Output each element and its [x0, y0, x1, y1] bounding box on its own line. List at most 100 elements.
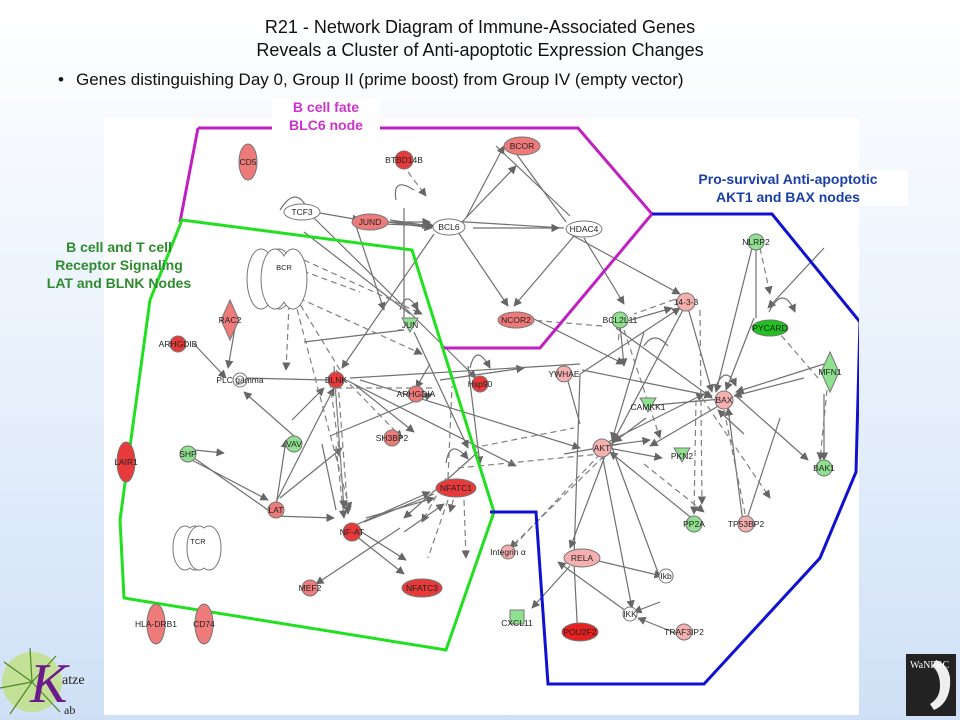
node-vav[interactable]: VAV — [285, 435, 303, 453]
node-jun[interactable]: JUN — [401, 317, 419, 334]
logo-sub: ab — [64, 703, 75, 717]
node-pou2f2[interactable]: POU2F2 — [561, 622, 599, 642]
node-pkn2[interactable]: PKN2 — [671, 447, 693, 464]
node-nfatc1[interactable]: NFATC1 — [435, 478, 477, 498]
node-label: IKK — [623, 609, 637, 619]
node-pp2a[interactable]: PP2A — [683, 515, 705, 533]
node-rela[interactable]: RELA — [563, 548, 601, 568]
node-camkk1[interactable]: CAMKK1 — [631, 397, 666, 414]
node-tp53bp2[interactable]: TP53BP2 — [728, 515, 765, 533]
node-tcr[interactable]: TCR — [172, 525, 222, 571]
logo-letter: K — [29, 653, 70, 715]
node-bcr[interactable]: BCR — [246, 248, 308, 310]
node-tcf3[interactable]: TCF3 — [283, 203, 321, 221]
node-btbd14b[interactable]: BTBD14B — [385, 150, 423, 170]
node-bcl6[interactable]: BCL6 — [432, 218, 466, 236]
bullet-point: •Genes distinguishing Day 0, Group II (p… — [58, 70, 684, 90]
node-pycard[interactable]: PYCARD — [751, 319, 789, 337]
node-label: NF-AT — [340, 527, 364, 537]
node-jund[interactable]: JUND — [351, 213, 389, 231]
node-label: Integrin α — [490, 547, 526, 557]
node-label: JUN — [402, 320, 419, 330]
node-cd74[interactable]: CD74 — [193, 603, 215, 645]
node-bcl2l11[interactable]: BCL2L11 — [603, 311, 638, 329]
node-hdac4[interactable]: HDAC4 — [565, 220, 603, 238]
node-rac2[interactable]: RAC2 — [219, 298, 242, 342]
node-label: BCL2L11 — [603, 315, 638, 325]
title-line-1: R21 - Network Diagram of Immune-Associat… — [264, 17, 696, 37]
node-ikk[interactable]: IKK — [622, 606, 638, 622]
callout-line: B cell fate — [292, 99, 360, 115]
node-sh3bp2[interactable]: SH3BP2 — [376, 429, 409, 447]
node-lat[interactable]: LAT — [267, 501, 285, 519]
node-label: ARHGDIB — [159, 339, 198, 349]
node-label: BTBD14B — [385, 155, 423, 165]
node-arhgdib[interactable]: ARHGDIB — [159, 335, 198, 353]
node-integrin-alpha[interactable]: Integrin α — [490, 544, 526, 560]
node-label: RAC2 — [219, 315, 242, 325]
node-label: ARHGDIA — [397, 389, 436, 399]
node-label: TRAF3IP2 — [664, 627, 704, 637]
node-nfatc3[interactable]: NFATC3 — [401, 578, 443, 598]
node-label: CAMKK1 — [631, 402, 666, 412]
node-label: JUND — [359, 217, 382, 227]
node-mef2[interactable]: MEF2 — [299, 579, 322, 597]
node-label: LAIR1 — [114, 457, 138, 467]
node-bak1[interactable]: BAK1 — [813, 459, 835, 477]
callout-receptor-signaling: B cell and T cell Receptor Signaling LAT… — [20, 238, 218, 292]
node-label: TCF3 — [291, 207, 313, 217]
node-mfn1[interactable]: MFN1 — [818, 350, 842, 394]
node-label: BLNK — [325, 375, 348, 385]
node-blnk[interactable]: BLNK — [325, 371, 348, 389]
node-14-3-3[interactable]: 14-3-3 — [674, 292, 699, 312]
callout-line: Pro-survival Anti-apoptotic — [698, 171, 878, 187]
node-label: BAX — [715, 395, 732, 405]
node-cd5[interactable]: CD5 — [238, 143, 258, 181]
node-label: YWHAE — [548, 369, 580, 379]
node-plc-gamma[interactable]: PLC gamma — [216, 372, 264, 388]
node-nf-at[interactable]: NF-AT — [340, 522, 364, 542]
blue-cluster-outline — [490, 212, 859, 686]
callout-line: LAT and BLNK Nodes — [46, 275, 192, 291]
logo-text: WaNPRC — [910, 660, 950, 671]
node-lair1[interactable]: LAIR1 — [114, 441, 138, 483]
node-shp[interactable]: SHP — [179, 445, 197, 463]
node-bax[interactable]: BAX — [714, 390, 734, 410]
node-label: RELA — [571, 553, 594, 563]
callout-pro-survival: Pro-survival Anti-apoptotic AKT1 and BAX… — [668, 170, 908, 206]
callout-line: B cell and T cell — [66, 239, 172, 255]
node-label: Hsp90 — [468, 379, 493, 389]
node-label: BCL6 — [438, 222, 460, 232]
node-label: CD5 — [239, 157, 256, 167]
node-akt[interactable]: AKT — [592, 438, 612, 458]
node-traf3ip2[interactable]: TRAF3IP2 — [664, 623, 704, 641]
node-nlrp2[interactable]: NLRP2 — [742, 233, 770, 251]
edge-layer — [187, 145, 829, 641]
logo-text: atze — [62, 673, 85, 688]
node-cxcl11[interactable]: CXCL11 — [501, 609, 533, 628]
node-label: HDAC4 — [570, 224, 599, 234]
node-label: LAT — [269, 505, 284, 515]
node-bcor[interactable]: BCOR — [503, 136, 541, 156]
node-label: TCR — [190, 537, 206, 546]
node-label: AKT — [594, 443, 611, 453]
network-diagram: CD5 BTBD14B BCOR TCF3 JUND BCL6 — [114, 126, 859, 686]
node-label: MFN1 — [818, 367, 841, 377]
node-label: NCOR2 — [501, 315, 531, 325]
node-label: HLA-DRB1 — [135, 619, 177, 629]
node-label: NLRP2 — [742, 237, 770, 247]
node-label: MEF2 — [299, 583, 322, 593]
self-loop-layer — [279, 184, 796, 464]
callout-line: BLC6 node — [289, 117, 363, 133]
node-hsp90[interactable]: Hsp90 — [468, 375, 493, 393]
node-ywhae[interactable]: YWHAE — [548, 365, 580, 383]
network-diagram-panel: CD5 BTBD14B BCOR TCF3 JUND BCL6 — [104, 118, 859, 715]
purple-cluster-outline — [198, 126, 654, 350]
callout-bcell-fate: B cell fate BLC6 node — [272, 98, 380, 134]
node-label: NFATC1 — [440, 483, 472, 493]
node-hla-drb1[interactable]: HLA-DRB1 — [135, 603, 177, 645]
bullet-symbol: • — [58, 70, 64, 89]
node-arhgdia[interactable]: ARHGDIA — [397, 385, 436, 403]
node-ncor2[interactable]: NCOR2 — [497, 311, 535, 329]
node-ikb[interactable]: Ikb — [658, 568, 674, 584]
